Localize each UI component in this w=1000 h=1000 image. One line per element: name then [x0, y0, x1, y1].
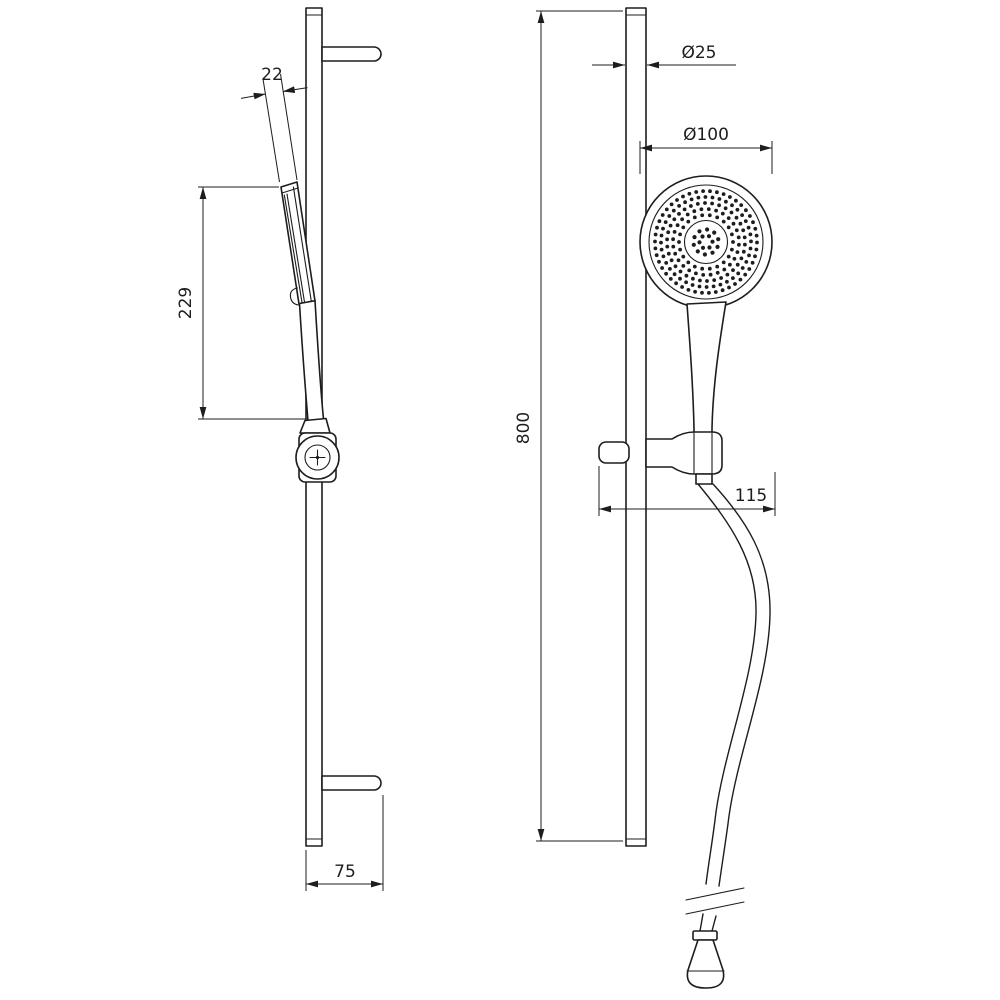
break-symbol-line [685, 887, 745, 901]
spray-nozzle-dots [653, 189, 759, 295]
wall-bracket-top [321, 46, 382, 62]
head-face-line-2 [286, 193, 306, 303]
dim-head-length-label: 229 [176, 287, 196, 319]
side-view: 22 229 75 [176, 7, 384, 891]
holder-body-front [645, 431, 723, 475]
hose-nipple [695, 473, 713, 485]
dim-bracket-offset-label: 75 [334, 862, 356, 882]
spray-face-rim [648, 184, 764, 300]
holder-knob-inner [304, 444, 331, 471]
hose-end-nut [692, 930, 718, 941]
dimension-rail-height: 800 [514, 10, 623, 842]
break-symbol-line [685, 901, 745, 915]
rail-front [625, 7, 647, 847]
hang-hook [289, 287, 300, 306]
spray-face-center [683, 219, 729, 265]
hose-edge-left-lower [699, 913, 704, 932]
dimension-head-width: 22 [240, 65, 308, 183]
dimension-holder-offset: 115 [598, 466, 776, 516]
head-face-line-1 [283, 194, 303, 304]
dimension-head-length: 229 [176, 186, 306, 420]
extension-line [262, 78, 280, 183]
dim-head-width-label: 22 [261, 65, 283, 85]
shower-hose [685, 483, 771, 989]
dim-holder-offset-label: 115 [735, 486, 767, 506]
holder-lock-knob [598, 441, 630, 464]
hose-end-cone [686, 939, 725, 989]
holder-socket-side [299, 417, 331, 434]
head-cap-line [281, 187, 299, 194]
screw-center [315, 455, 320, 460]
dimension-line [240, 92, 266, 100]
dimension-bracket-offset: 75 [305, 795, 384, 891]
hose-edge-right-lower [711, 915, 717, 932]
head-seam-line [292, 186, 312, 302]
dim-rail-diameter-label: Ø25 [681, 43, 716, 63]
hose-edge-right [712, 483, 771, 887]
dimension-head-diameter: Ø100 [639, 125, 773, 174]
dim-head-diameter-label: Ø100 [683, 125, 729, 145]
dim-rail-height-label: 800 [514, 412, 534, 444]
hose-edge-left [697, 483, 757, 885]
front-view: 800 Ø25 Ø100 [514, 7, 776, 989]
dimension-rail-diameter: Ø25 [592, 43, 736, 69]
dimension-line [282, 86, 308, 93]
wall-bracket-bottom [321, 775, 382, 791]
